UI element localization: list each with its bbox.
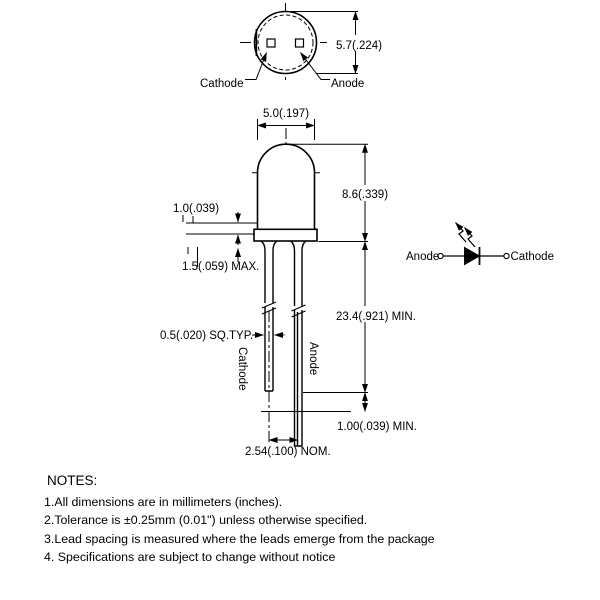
led-schematic-symbol: [437, 222, 510, 266]
front-view: [182, 119, 415, 447]
cathode-pad: [266, 38, 276, 48]
anode-break-mark: [291, 304, 306, 318]
package-outline-circle: [253, 10, 318, 75]
dim-label-lead-length-min: 23.4(.921) MIN.: [336, 311, 416, 323]
anode-lead-upper: [301, 240, 307, 306]
cathode-leader-line: [245, 52, 267, 80]
top-view-cathode-label: Cathode: [200, 78, 243, 90]
dim-label-lead-square: 0.5(.020) SQ.TYP.: [160, 330, 253, 342]
anode-lead-label: Anode: [307, 342, 319, 375]
light-emission-arrows-icon: [455, 222, 476, 248]
anode-terminal: [437, 252, 444, 260]
led-body-outline: [256, 143, 316, 230]
note-line-4: 4. Specifications are subject to change …: [44, 550, 336, 565]
top-view: [240, 3, 390, 82]
anode-leader-line: [300, 52, 330, 80]
dim-label-lead-spacing: 2.54(.100) NOM.: [245, 446, 331, 458]
cathode-lead-upper: [272, 240, 278, 303]
extension-tick: [187, 247, 198, 267]
dim-label-diameter: 5.7(.224): [336, 40, 382, 52]
dim-label-body-height: 8.6(.339): [342, 189, 388, 201]
dim-label-body-width: 5.0(.197): [263, 108, 309, 120]
cathode-terminal: [503, 252, 510, 260]
anode-lead-lower: [293, 310, 303, 447]
notes-title: NOTES:: [47, 473, 98, 488]
flange-outline: [253, 228, 318, 242]
label-mask: [339, 185, 391, 201]
cathode-lead-upper: [260, 240, 266, 303]
note-line-3: 3.Lead spacing is measured where the lea…: [44, 531, 435, 546]
inner-dashed-circle: [257, 14, 314, 71]
dim-label-lead-tip-min: 1.00(.039) MIN.: [337, 421, 417, 433]
label-mask: [333, 306, 415, 322]
label-mask: [334, 35, 390, 51]
note-line-1: 1.All dimensions are in millimeters (inc…: [44, 495, 283, 509]
top-view-anode-label: Anode: [331, 78, 364, 90]
notes-section: NOTES: 1.All dimensions are in millimete…: [44, 473, 564, 567]
schematic-cathode-label: Cathode: [511, 251, 554, 263]
anode-lead-upper: [290, 240, 296, 306]
schematic-anode-label: Anode: [406, 251, 439, 263]
cathode-lead-label: Cathode: [236, 347, 248, 390]
dim-label-flange-thickness: 1.0(.039): [173, 203, 219, 215]
diode-triangle-icon: [464, 246, 481, 266]
note-line-2: 2.Tolerance is ±0.25mm (0.01") unless ot…: [44, 513, 368, 528]
anode-pad: [294, 38, 305, 48]
dim-label-standoff: 1.5(.059) MAX.: [182, 261, 259, 273]
extension-tick: [182, 215, 194, 223]
